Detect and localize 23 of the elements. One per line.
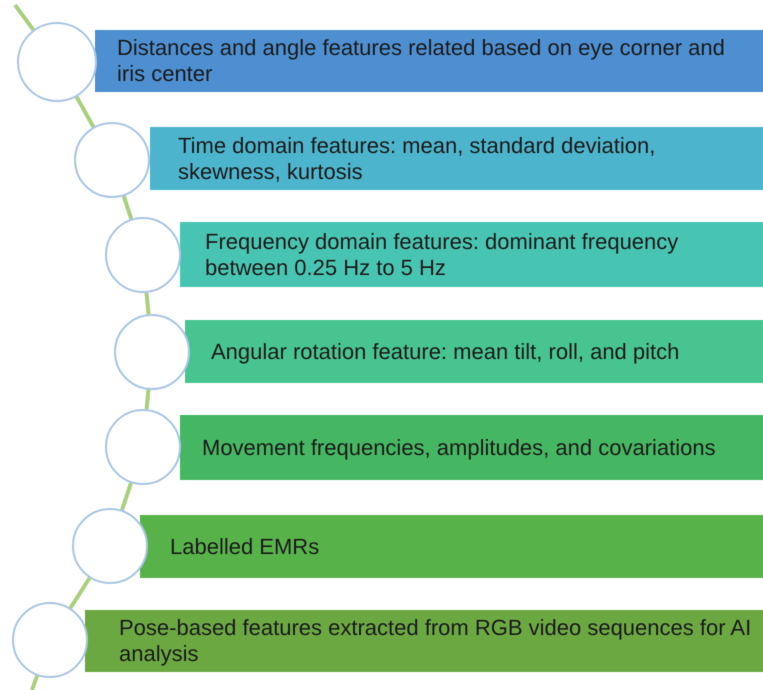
timeline-line xyxy=(68,576,92,610)
feature-bar xyxy=(150,127,763,190)
timeline-circle xyxy=(17,22,97,102)
timeline-line xyxy=(144,292,150,314)
timeline-line xyxy=(144,390,150,410)
timeline-line xyxy=(120,482,133,511)
feature-bar xyxy=(85,610,763,672)
feature-bar xyxy=(95,30,763,92)
timeline-line xyxy=(122,196,134,220)
timeline-line xyxy=(13,4,35,31)
feature-text: Angular rotation feature: mean tilt, roll, and pitch xyxy=(211,338,680,364)
feature-text: Distances and angle features related based on eye corner and iris center xyxy=(117,35,726,87)
feature-text: Frequency domain features: dominant frequency between 0.25 Hz to 5 Hz xyxy=(205,228,680,280)
feature-bar xyxy=(185,320,763,383)
feature-bar xyxy=(140,515,763,578)
feature-text: Movement frequencies, amplitudes, and covariations xyxy=(202,434,716,460)
feature-text: Pose-based features extracted from RGB video sequences for AI analysis xyxy=(119,615,752,667)
feature-bar xyxy=(180,415,763,480)
feature-bar xyxy=(180,222,763,287)
timeline-line xyxy=(74,96,96,128)
timeline-line xyxy=(30,675,40,690)
feature-text: Time domain features: mean, standard deviation, skewness, kurtosis xyxy=(178,132,656,184)
feature-text: Labelled EMRs xyxy=(170,534,320,560)
